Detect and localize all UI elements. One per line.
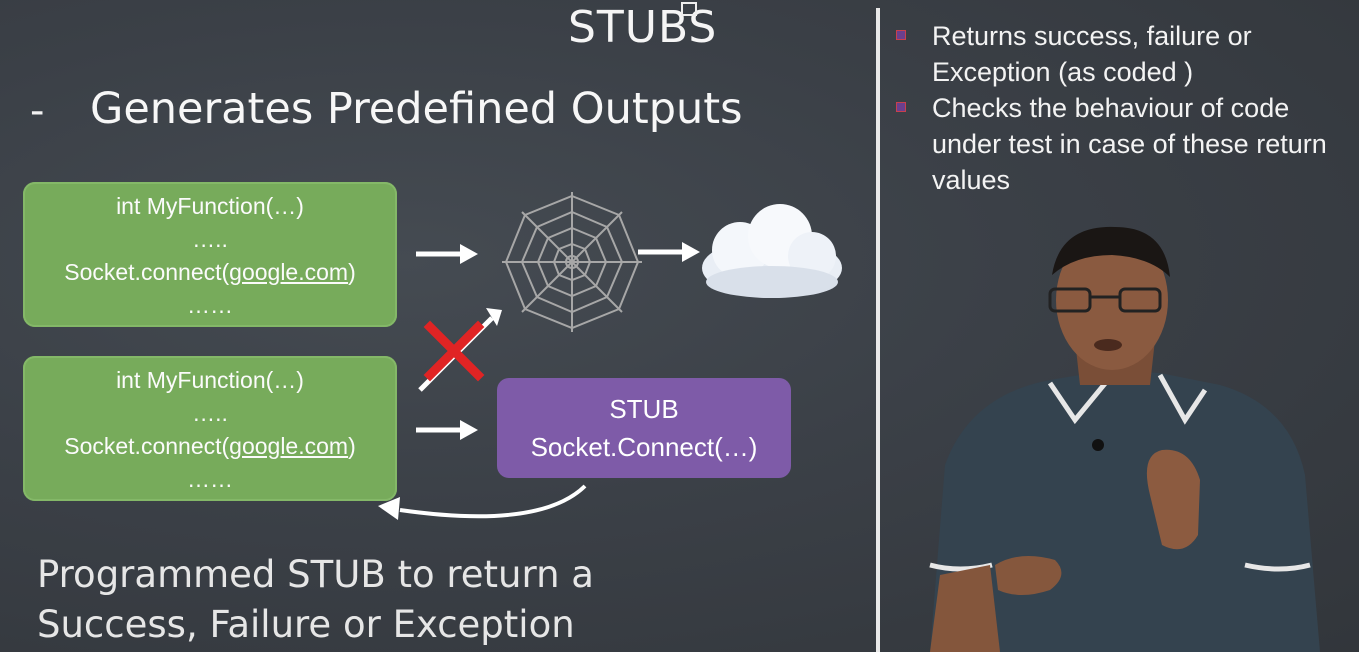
curved-return-arrow-icon <box>378 484 587 520</box>
slide-caption: Programmed STUB to return a Success, Fai… <box>37 550 657 650</box>
slide-headline: Generates Predefined Outputs <box>90 84 743 134</box>
stub-box: STUB Socket.Connect(…) <box>497 378 791 478</box>
cloud-icon <box>702 204 842 298</box>
stub-call: Socket.Connect(…) <box>530 432 758 462</box>
code-line: Socket.connect(google.com) <box>64 259 356 285</box>
stub-label: STUB <box>609 394 679 424</box>
caption-line: Success, Failure or Exception <box>37 603 575 646</box>
diagram-graphics <box>378 192 842 520</box>
window-overlay-icon[interactable] <box>681 2 697 16</box>
code-line: int MyFunction(…) <box>116 367 304 393</box>
chalk-divider-line <box>876 8 880 652</box>
code-box-stubbed-call: int MyFunction(…) ….. Socket.connect(goo… <box>23 356 397 501</box>
arrow-right-icon <box>638 242 700 262</box>
code-line: int MyFunction(…) <box>116 193 304 219</box>
notes-bullet-list: Returns success, failure or Exception (a… <box>896 18 1359 198</box>
bullet-square-icon <box>896 30 906 40</box>
bullet-item: Returns success, failure or Exception (a… <box>896 18 1359 90</box>
bullet-text: Checks the behaviour of code under test … <box>932 93 1327 195</box>
code-line: …… <box>187 292 233 318</box>
red-cross-icon <box>423 320 485 382</box>
bullet-square-icon <box>896 102 906 112</box>
spider-web-icon <box>502 192 642 332</box>
code-line: …… <box>187 466 233 492</box>
code-link: google.com <box>229 259 349 285</box>
bullet-text: Returns success, failure or Exception (a… <box>932 21 1252 87</box>
presenter-video <box>929 226 1320 652</box>
slide-title: STUBS <box>568 2 718 53</box>
code-line: Socket.connect(google.com) <box>64 433 356 459</box>
code-line: ….. <box>192 226 228 252</box>
headline-dash: - <box>30 88 45 134</box>
code-box-real-call: int MyFunction(…) ….. Socket.connect(goo… <box>23 182 397 327</box>
arrow-right-icon <box>416 244 478 264</box>
caption-line: Programmed STUB to return a <box>37 553 594 596</box>
arrow-right-icon <box>416 420 478 440</box>
bullet-item: Checks the behaviour of code under test … <box>896 90 1359 198</box>
code-link: google.com <box>229 433 349 459</box>
code-line: ….. <box>192 400 228 426</box>
